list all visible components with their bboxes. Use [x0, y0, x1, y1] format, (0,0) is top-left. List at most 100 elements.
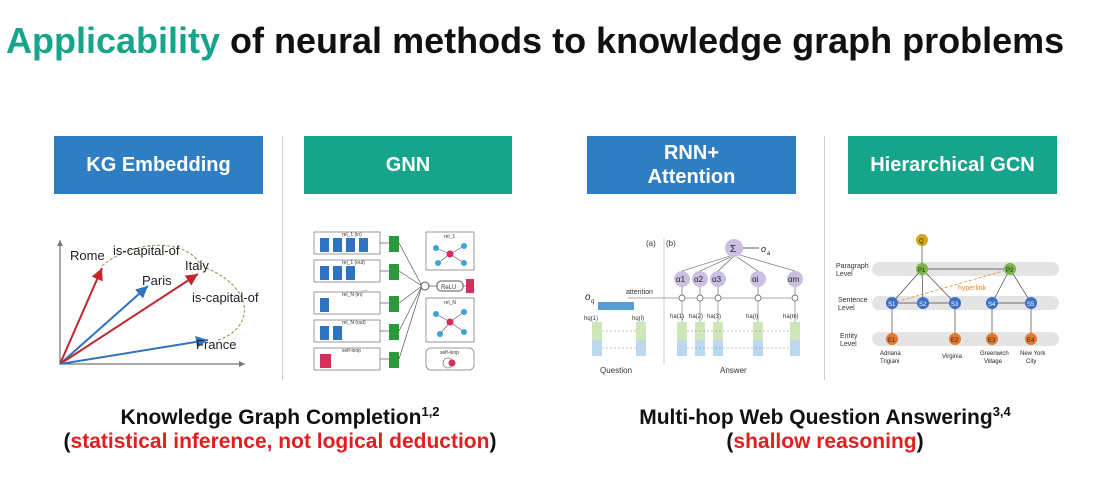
- ha-i: ha(i): [746, 314, 758, 320]
- relation-label-1: is-capital-of: [113, 243, 180, 258]
- rnn-attention-box: RNN+ Attention: [587, 136, 796, 194]
- node-p2-label: P2: [1006, 268, 1014, 274]
- node-p1-label: P1: [918, 268, 926, 274]
- node-e2-label: E2: [951, 338, 959, 344]
- right-caption-main: Multi-hop Web Question Answering: [639, 406, 993, 429]
- answer-lstm: [677, 301, 800, 356]
- left-caption-highlight: statistical inference, not logical deduc…: [70, 430, 490, 453]
- kg-embedding-diagram: Rome is-capital-of Paris Italy is-capita…: [57, 240, 259, 367]
- right-caption-ref: 3,4: [992, 404, 1011, 419]
- gnn-graph-3: self-loop: [425, 347, 475, 371]
- separator-left: [282, 136, 283, 380]
- right-caption-highlight: shallow reasoning: [733, 430, 917, 453]
- gnn-box: GNN: [304, 136, 512, 194]
- hyperlink-edge: [891, 268, 1011, 304]
- attention-lines: [628, 254, 796, 299]
- left-caption: Knowledge Graph Completion1,2 (statistic…: [40, 404, 520, 454]
- left-caption-main: Knowledge Graph Completion: [120, 406, 422, 429]
- node-s4-label: S4: [988, 302, 996, 308]
- left-caption-close: ): [489, 430, 497, 453]
- right-caption: Multi-hop Web Question Answering3,4 (sha…: [590, 404, 1060, 454]
- level-label-line: Level: [838, 305, 855, 312]
- node-s2-label: S2: [919, 302, 927, 308]
- gnn-row-3: rel_N (in): [313, 291, 399, 315]
- level-label-line: Level: [836, 271, 853, 278]
- node-e1-label: E1: [888, 338, 896, 344]
- gnn-graph-label-2: rel_N: [444, 300, 456, 306]
- alpha-1: α1: [676, 275, 686, 284]
- italy-label: Italy: [185, 258, 209, 273]
- gnn-row-label-3: rel_N (in): [342, 292, 363, 298]
- gnn-row-5: self-loop: [313, 347, 399, 371]
- entity-nodes: [886, 333, 1037, 345]
- relation-arc-1: [101, 244, 203, 269]
- alpha-3: α3: [712, 275, 722, 284]
- gnn-diagram: rel_1 (in) rel_1 (out) ... rel_N (in) re…: [313, 231, 475, 371]
- sentence-nodes: [886, 297, 1037, 309]
- gnn-aggregation-lines: [380, 242, 466, 360]
- panel-a-label: (a): [646, 239, 656, 248]
- output-subscript: a: [767, 251, 771, 257]
- relation-arc-2: [205, 267, 245, 341]
- rome-vector: [59, 267, 103, 365]
- gnn-row-2: rel_1 (out): [313, 259, 399, 283]
- gnn-row-4: rel_N (out): [313, 319, 399, 343]
- node-e3-label: E3: [988, 338, 996, 344]
- alpha-m: αm: [788, 275, 800, 284]
- title-rest: of neural methods to knowledge graph pro…: [230, 20, 1065, 61]
- node-q-label: Q: [919, 239, 924, 245]
- rnn-attention-diagram: (a) (b) Σ o a α1 α2 α3 αi αm attention o…: [584, 238, 803, 375]
- oq-label: o: [585, 292, 591, 303]
- sum-symbol: Σ: [730, 244, 736, 255]
- hierarchical-gcn-box: Hierarchical GCN: [848, 136, 1057, 194]
- left-caption-ref: 1,2: [421, 404, 440, 419]
- hyperlink-label: hyperlink: [958, 285, 987, 292]
- gnn-ellipsis: ...: [362, 286, 368, 293]
- sum-circle: [725, 239, 743, 257]
- alpha-2: α2: [694, 275, 704, 284]
- ha-3: ha(3): [707, 314, 721, 320]
- question-label: Question: [600, 366, 632, 375]
- alpha-i: αi: [752, 275, 759, 284]
- attention-label: attention: [626, 289, 653, 296]
- oq-subscript: q: [591, 299, 595, 305]
- france-vector: [59, 335, 209, 365]
- node-s5-label: S5: [1027, 302, 1035, 308]
- node-s1-label: S1: [888, 302, 896, 308]
- france-label: France: [196, 337, 236, 352]
- answer-label: Answer: [720, 366, 747, 375]
- left-caption-open: (: [63, 430, 71, 453]
- ha-m: ha(m): [783, 314, 799, 320]
- gnn-graph-label-3: self-loop: [440, 350, 459, 356]
- hq-1: hq(1): [584, 316, 598, 322]
- node-q: [916, 234, 928, 246]
- panel-b-label: (b): [666, 239, 676, 248]
- hq-l: hq(l): [632, 316, 644, 322]
- kg-embedding-box: KG Embedding: [54, 136, 263, 194]
- node-p2: [1004, 263, 1016, 275]
- gnn-graph-label-1: rel_1: [444, 234, 455, 240]
- paris-label: Paris: [142, 273, 172, 288]
- page-title: Applicability of neural methods to knowl…: [6, 20, 1064, 62]
- ha-2: ha(2): [689, 314, 703, 320]
- rome-label: Rome: [70, 248, 105, 263]
- gnn-graph-2: rel_N: [425, 297, 475, 343]
- gnn-row-label-5: self-loop: [342, 348, 361, 354]
- sum-node: [420, 281, 430, 291]
- node-p1: [916, 263, 928, 275]
- relation-label-2: is-capital-of: [192, 290, 259, 305]
- gnn-row-label-4: rel_N (out): [342, 320, 366, 326]
- gnn-output: [466, 279, 474, 293]
- node-e4-label: E4: [1027, 338, 1035, 344]
- right-caption-open: (: [726, 430, 734, 453]
- gnn-row-label-2: rel_1 (out): [342, 260, 365, 266]
- alpha-circles: [674, 271, 803, 287]
- title-highlight: Applicability: [6, 20, 221, 61]
